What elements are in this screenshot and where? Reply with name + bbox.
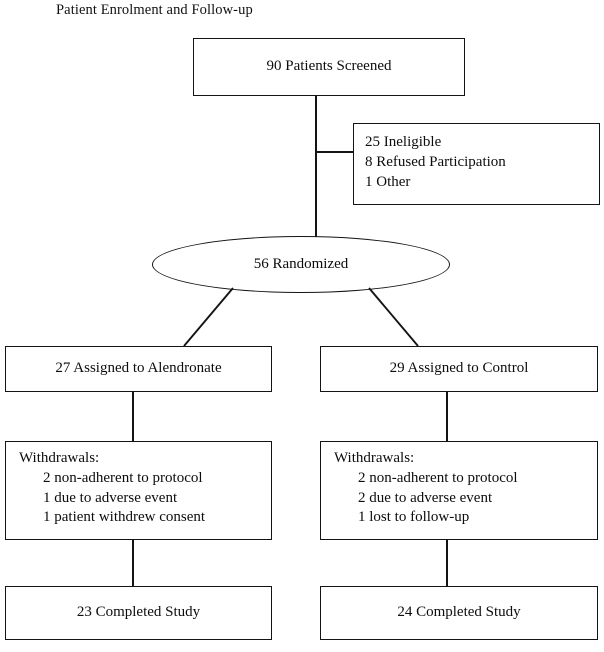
- node-completed-alendronate-label: 23 Completed Study: [76, 604, 201, 621]
- node-completed-control-label: 24 Completed Study: [397, 604, 521, 621]
- node-patients-screened-label: 90 Patients Screened: [266, 58, 392, 75]
- connector-withdrawals-to-completed-left: [132, 540, 134, 586]
- withdrawals-control-item-2: 2 due to adverse event: [358, 489, 493, 506]
- node-completed-alendronate: 23 Completed Study: [5, 586, 272, 640]
- connector-withdrawals-to-completed-right: [446, 540, 448, 586]
- node-completed-control: 24 Completed Study: [320, 586, 598, 640]
- exclusion-line-1: 25 Ineligible: [365, 134, 442, 150]
- exclusion-line-2: 8 Refused Participation: [365, 153, 506, 170]
- withdrawals-control-item-1: 2 non-adherent to protocol: [358, 469, 518, 486]
- withdrawals-control-heading: Withdrawals:: [334, 450, 415, 466]
- withdrawals-alendronate-heading: Withdrawals:: [19, 450, 100, 466]
- exclusion-line-3: 1 Other: [365, 173, 411, 190]
- withdrawals-alendronate-item-3: 1 patient withdrew consent: [43, 509, 206, 526]
- figure-title: Patient Enrolment and Follow-up: [56, 2, 253, 18]
- node-arm-alendronate: 27 Assigned to Alendronate: [5, 346, 272, 392]
- node-arm-control: 29 Assigned to Control: [320, 346, 598, 392]
- node-randomized-label: 56 Randomized: [253, 255, 349, 272]
- node-withdrawals-control: Withdrawals: 2 non-adherent to protocol …: [320, 441, 598, 540]
- withdrawals-control-item-3: 1 lost to follow-up: [358, 509, 470, 526]
- node-arm-control-label: 29 Assigned to Control: [389, 360, 529, 377]
- withdrawals-alendronate-item-2: 1 due to adverse event: [43, 489, 178, 506]
- node-patients-screened: 90 Patients Screened: [193, 38, 465, 96]
- withdrawals-alendronate-item-1: 2 non-adherent to protocol: [43, 469, 203, 486]
- connector-control-to-withdrawals: [446, 392, 448, 441]
- node-exclusions: 25 Ineligible 8 Refused Participation 1 …: [353, 123, 600, 205]
- node-arm-alendronate-label: 27 Assigned to Alendronate: [55, 360, 222, 377]
- connector-to-exclusions: [315, 151, 355, 153]
- node-withdrawals-alendronate: Withdrawals: 2 non-adherent to protocol …: [5, 441, 272, 540]
- node-randomized: 56 Randomized: [152, 236, 450, 293]
- connector-screened-to-randomized: [315, 96, 317, 239]
- connector-alendronate-to-withdrawals: [132, 392, 134, 441]
